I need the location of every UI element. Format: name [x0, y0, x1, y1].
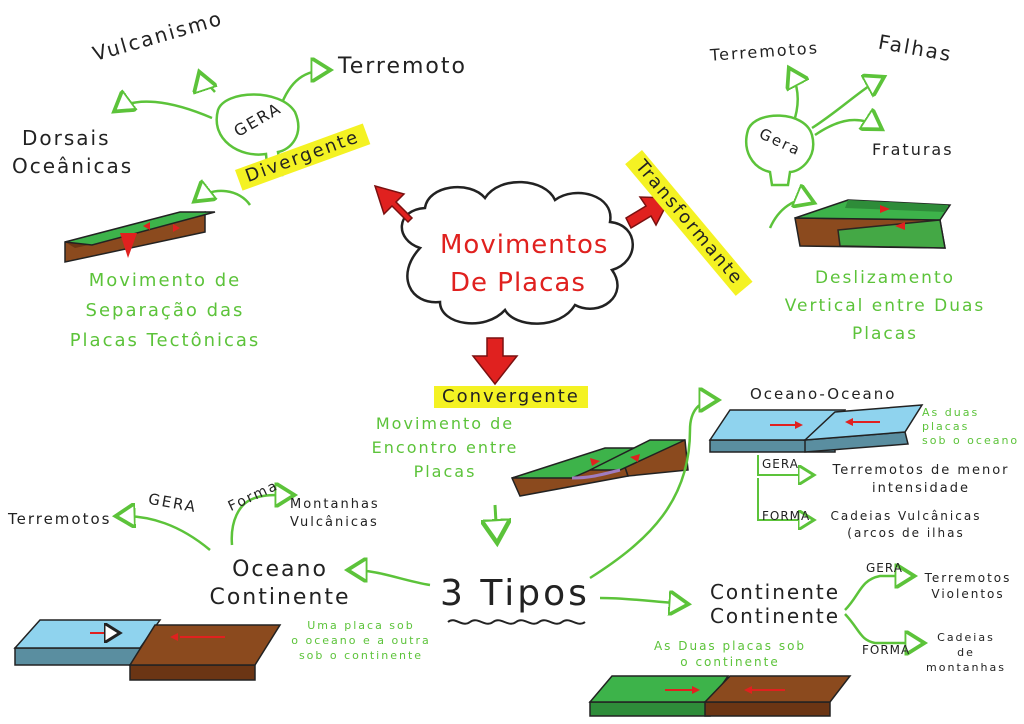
oceano-oceano-forma-result-line2: (arcos de ilhas	[847, 526, 965, 540]
continente-continente-forma-result: Cadeias de montanhas	[926, 630, 1006, 675]
oceano-continente-gera-result: Terremotos	[8, 510, 112, 528]
divergent-plates-illustration	[64, 211, 216, 263]
continente-continente-forma-result-line1: Cadeias	[937, 631, 995, 644]
convergent-plates-illustration	[510, 439, 689, 497]
continente-continente-note-line1: As Duas placas sob	[653, 639, 807, 653]
tipos-squiggle	[447, 619, 586, 625]
oceano-continente-title-line2: Continente	[209, 585, 351, 610]
convergent-description-line3: Placas	[413, 462, 477, 481]
oceano-continente-connectors	[118, 495, 292, 551]
oceano-oceano-forma-result-line1: Cadeias Vulcânicas	[830, 509, 982, 523]
oceano-continente-plates	[13, 619, 282, 681]
convergent-down-arrow	[495, 504, 497, 540]
continente-continente-title: Continente Continente	[700, 580, 850, 628]
central-cloud	[400, 180, 634, 325]
central-title-line1: Movimentos	[440, 230, 609, 260]
convergent-description: Movimento de Encontro entre Placas	[370, 412, 520, 484]
convergent-description-line2: Encontro entre	[371, 438, 519, 457]
continente-continente-note: As Duas placas sob o continente	[650, 638, 810, 670]
oceano-continente-forma-result-line1: Montanhas	[290, 497, 380, 512]
divergent-product-oceanicas: Oceânicas	[12, 154, 134, 178]
oceano-oceano-note: As duas placas sob o oceano	[922, 406, 1022, 448]
gera-bubble-transform	[745, 114, 815, 187]
oceano-oceano-note-line1: As duas placas	[922, 406, 980, 433]
continente-continente-plates	[588, 675, 852, 717]
divergent-product-dorsais: Dorsais	[22, 126, 111, 150]
continente-continente-gera-result: Terremotos Violentos	[920, 570, 1016, 602]
oceano-continente-forma-result: Montanhas Vulcânicas	[290, 496, 390, 532]
continente-continente-forma-result-line2: de	[957, 646, 975, 659]
continente-continente-title-line2: Continente	[709, 604, 841, 628]
oceano-oceano-connectors	[757, 455, 812, 520]
oceano-oceano-gera-result-line1: Terremotos de menor	[832, 463, 1010, 478]
divergent-product-terremoto: Terremoto	[338, 54, 467, 79]
transform-description: Deslizamento Vertical entre Duas Placas	[770, 264, 1000, 348]
oceano-continente-title-line1: Oceano	[232, 557, 328, 582]
oceano-oceano-title: Oceano-Oceano	[750, 385, 897, 403]
oceano-oceano-forma: FORMA	[762, 509, 811, 523]
transform-product-fraturas: Fraturas	[872, 140, 954, 159]
continente-connectors	[844, 576, 922, 643]
oceano-oceano-gera: GERA	[762, 457, 799, 471]
transform-description-line1: Deslizamento	[814, 268, 956, 288]
types-connectors	[350, 400, 716, 604]
continente-continente-forma-result-line3: montanhas	[926, 661, 1006, 674]
oceano-oceano-gera-result-line2: intensidade	[871, 481, 971, 496]
continente-continente-forma: FORMA	[862, 643, 911, 657]
divergent-description-line3: Placas Tectônicas	[69, 330, 261, 351]
oceano-oceano-note-line2: sob o oceano	[922, 434, 1020, 447]
continente-continente-title-line1: Continente	[709, 580, 841, 604]
divergent-description-line1: Movimento de	[88, 270, 242, 291]
divergent-description-line2: Separação das	[85, 300, 245, 321]
oceano-continente-note-line3: sob o continente	[298, 649, 424, 662]
continente-continente-gera-result-line2: Violentos	[931, 587, 1005, 601]
convergent-label: Convergente	[434, 386, 588, 408]
oceano-oceano-forma-result: Cadeias Vulcânicas (arcos de ilhas	[826, 508, 986, 542]
central-title-line2: De Placas	[450, 268, 586, 298]
oceano-oceano-gera-result: Terremotos de menor intensidade	[826, 462, 1016, 498]
continente-continente-gera: GERA	[866, 561, 903, 575]
transform-description-line3: Placas	[851, 324, 918, 344]
divergent-description: Movimento de Separação das Placas Tectôn…	[40, 266, 290, 356]
types-title: 3 Tipos	[440, 573, 590, 614]
oceano-continente-note-line1: Uma placa sob	[307, 619, 415, 632]
convergent-description-line1: Movimento de	[375, 414, 515, 433]
oceano-oceano-plates	[708, 404, 924, 453]
continente-continente-gera-result-line1: Terremotos	[924, 571, 1012, 585]
oceano-continente-note: Uma placa sob o oceano e a outra sob o c…	[286, 618, 436, 663]
oceano-continente-forma-result-line2: Vulcânicas	[290, 515, 379, 530]
transform-description-line2: Vertical entre Duas	[784, 296, 986, 316]
continente-continente-note-line2: o continente	[680, 655, 780, 669]
oceano-continente-title: Oceano Continente	[200, 556, 360, 612]
oceano-continente-note-line2: o oceano e a outra	[291, 634, 431, 647]
transform-connectors	[768, 70, 882, 229]
transform-plates-illustration	[794, 199, 952, 249]
